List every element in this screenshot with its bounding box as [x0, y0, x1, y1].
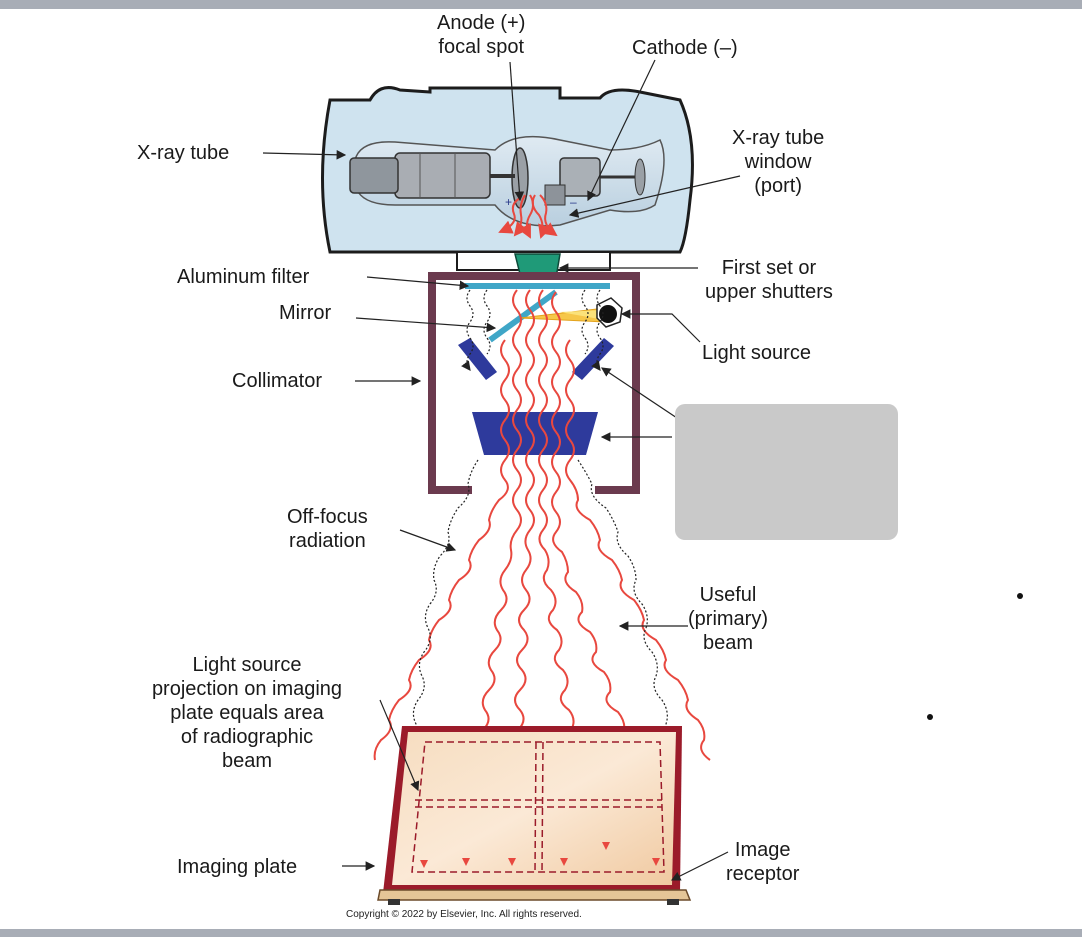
label-first-shutters: First set or upper shutters	[705, 257, 833, 303]
label-light-source: Light source	[702, 342, 811, 364]
imaging-plate	[377, 726, 692, 905]
label-off-focus-radiation: Off-focus radiation	[287, 506, 368, 552]
lower-shutters	[472, 412, 598, 455]
label-cover-box	[675, 404, 898, 540]
copyright-notice: Copyright © 2022 by Elsevier, Inc. All r…	[346, 909, 582, 920]
label-light-projection: Light source projection on imaging plate…	[151, 654, 343, 772]
bullet-dot	[1017, 593, 1023, 599]
label-collimator: Collimator	[232, 370, 323, 392]
label-image-receptor: Image receptor	[726, 839, 800, 885]
svg-text:–: –	[570, 195, 577, 209]
top-border	[0, 0, 1082, 9]
label-tube-window: X-ray tube window (port)	[732, 127, 825, 197]
label-imaging-plate: Imaging plate	[177, 856, 298, 878]
mid-shutter-left	[458, 338, 497, 380]
leader-lines	[262, 59, 741, 881]
bullet-dot	[927, 714, 933, 720]
label-cathode: Cathode (–)	[632, 37, 738, 59]
mirror-line	[488, 289, 558, 343]
aluminum-filter-bar	[465, 283, 610, 289]
label-aluminum-filter: Aluminum filter	[177, 266, 310, 288]
label-xray-tube: X-ray tube	[137, 142, 230, 164]
glass-envelope: + –	[349, 135, 665, 227]
label-anode-focal-spot: Anode (+) focal spot	[437, 12, 526, 58]
mid-shutter-right	[572, 338, 614, 380]
label-mirror: Mirror	[279, 302, 332, 324]
label-useful-beam: Useful (primary) beam	[688, 584, 768, 654]
svg-text:+: +	[505, 195, 512, 209]
off-focus-waves	[411, 289, 671, 749]
bottom-border	[0, 929, 1082, 937]
